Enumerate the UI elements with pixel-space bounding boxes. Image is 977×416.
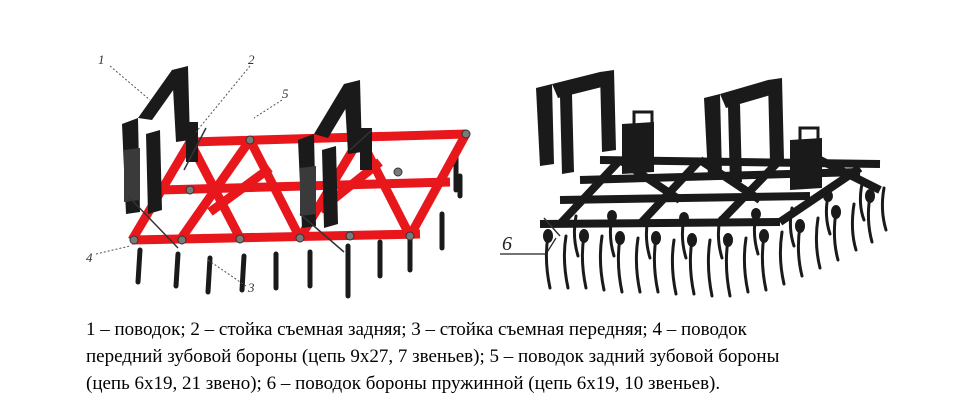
callout-leaders [95,65,283,287]
callout-2: 2 [248,52,255,67]
spring-harrow: 6 [500,70,888,298]
callout-3: 3 [247,280,255,295]
callout-4: 4 [86,250,93,265]
spring-hitch-stand-left [536,70,654,174]
spring-leash-chain [543,217,561,237]
caption-line-2: передний зубовой бороны (цепь 9х27, 7 зв… [86,346,780,367]
spring-hitch-stand-right [704,78,822,190]
callout-6-leader [545,237,557,255]
figure-caption: 1 – поводок; 2 – стойка съемная задняя; … [86,316,966,397]
toothed-harrow: 1 2 5 4 3 [86,52,471,299]
callout-1: 1 [98,52,105,67]
caption-line-1: 1 – поводок; 2 – стойка съемная задняя; … [86,319,747,340]
hitch-stand-left [122,66,198,214]
leash-chains [127,127,373,253]
callout-6: 6 [502,233,512,255]
callout-5: 5 [282,86,289,101]
hitch-stand-right [298,80,372,228]
harrow-illustration: 1 2 5 4 3 [86,52,888,299]
harrow-teeth [135,153,463,299]
caption-line-3: (цепь 6х19, 21 звено); 6 – поводок борон… [86,373,721,394]
